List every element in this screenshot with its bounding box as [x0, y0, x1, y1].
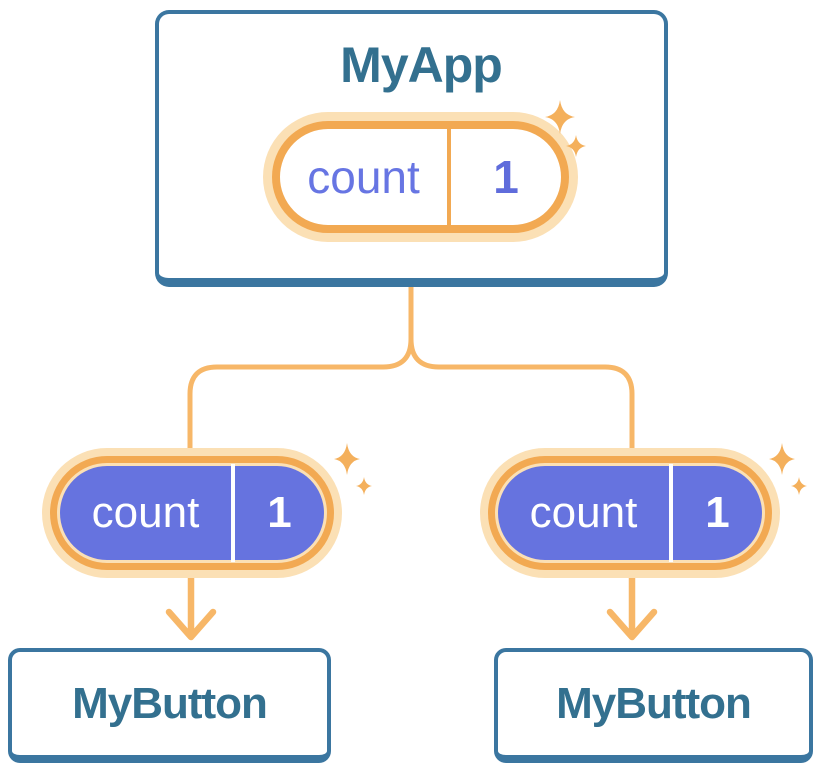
right-state-name-label: count: [529, 488, 638, 537]
connector-fork-left: [187, 336, 414, 465]
mybutton-card-left: MyButton: [8, 648, 331, 763]
left-child-state-pill: count 1: [42, 448, 342, 578]
connector-fork-right: [408, 336, 635, 465]
sparkle-icon-left-small: [356, 477, 372, 495]
mybutton-card-right: MyButton: [494, 648, 813, 763]
root-state-name-label: count: [307, 151, 420, 203]
sparkle-icon-right-small: [791, 477, 807, 495]
pill-body: [498, 466, 762, 560]
pill-divider: [447, 129, 451, 225]
left-state-value: 1: [267, 488, 292, 537]
root-state-value: 1: [493, 151, 519, 203]
pill-divider: [231, 464, 235, 562]
pill-ring: [272, 121, 569, 233]
mybutton-left-title: MyButton: [72, 678, 268, 728]
myapp-title: MyApp: [340, 37, 503, 93]
right-state-value: 1: [705, 488, 730, 537]
pill-body: [60, 466, 324, 560]
sparkle-icon-left-large: [334, 443, 360, 475]
root-state-pill: count 1: [263, 112, 578, 242]
pill-divider: [669, 464, 673, 562]
right-child-state-pill: count 1: [480, 448, 780, 578]
sparkle-icon-right-large: [769, 443, 795, 475]
sparkle-icon-root-small: [566, 135, 586, 157]
left-state-name-label: count: [91, 488, 200, 537]
mybutton-right-title: MyButton: [556, 678, 752, 728]
sparkle-icon-root-large: [545, 100, 575, 134]
